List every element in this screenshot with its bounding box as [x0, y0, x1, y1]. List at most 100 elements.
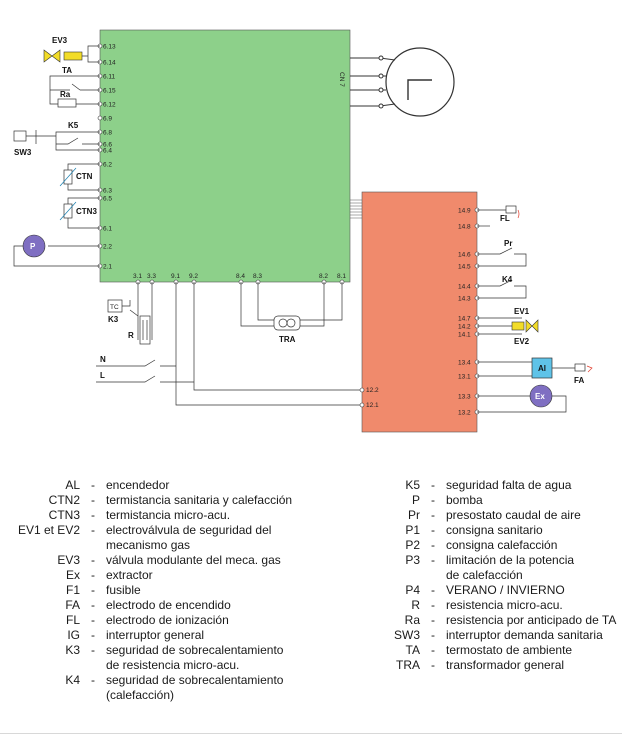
red-pin-label: 14.2 [458, 324, 471, 331]
main-bottom-pin-label: 8.4 [236, 273, 245, 280]
legend-key: SW3 [393, 628, 420, 642]
motor-symbol [350, 47, 455, 117]
legend-description: presostato caudal de aire [446, 508, 581, 522]
legend-key: FA [65, 598, 80, 612]
footer-divider [0, 733, 622, 734]
legend-entry: K4-seguridad de sobrecalentamiento [0, 673, 316, 688]
legend-entry: P3-limitación de la potencia [350, 553, 622, 568]
red-pin-label: 13.4 [458, 360, 471, 367]
main-pin-label: 6.12 [103, 102, 116, 109]
main-bottom-pin-label: 8.3 [253, 273, 262, 280]
ex-extractor: Ex [477, 384, 567, 413]
legend-description: consigna sanitario [446, 523, 543, 537]
k4-switch [477, 279, 527, 299]
k5-switch [13, 130, 100, 151]
ctn3-label: CTN3 [76, 207, 97, 216]
ctn-thermistor [59, 163, 100, 191]
legend-dash [88, 658, 98, 673]
main-pin-label: 6.9 [103, 116, 112, 123]
ev3-valve: EV3 [43, 36, 100, 63]
legend-entry: EV3-válvula modulante del meca. gas [0, 553, 316, 568]
red-pin-label: 14.3 [458, 296, 471, 303]
pr-label: Pr [504, 239, 512, 248]
red-pin-label: 14.4 [458, 284, 471, 291]
legend-entry: F1-fusible [0, 583, 316, 598]
legend-description: electroválvula de seguridad del [106, 523, 272, 537]
legend-dash: - [91, 493, 95, 507]
sw3-label: SW3 [14, 148, 32, 157]
main-pin-label: 6.11 [103, 74, 116, 81]
legend-entry: FL-electrodo de ionización [0, 613, 316, 628]
main-pin-label: 6.1 [103, 226, 112, 233]
legend-dash: - [91, 598, 95, 612]
legend-entry: Ra-resistencia por anticipado de TA [350, 613, 622, 628]
legend-dash: - [91, 553, 95, 567]
legend-dash [88, 688, 98, 703]
legend-description: de calefacción [446, 568, 523, 582]
main-bottom-pin-label: 3.1 [133, 273, 142, 280]
legend-key [350, 568, 428, 583]
legend-description: bomba [446, 493, 483, 507]
main-pin-label: 6.3 [103, 188, 112, 195]
fl-electrode [477, 205, 520, 227]
main-bottom-pin-label: 8.2 [319, 273, 328, 280]
legend-dash: - [91, 478, 95, 492]
legend-dash: - [431, 553, 435, 567]
legend-key: P3 [405, 553, 420, 567]
ctn-label: CTN [76, 172, 93, 181]
fa-label: FA [574, 376, 584, 385]
svg-text:P: P [30, 242, 36, 251]
legend-description: consigna calefacción [446, 538, 558, 552]
legend-entry: FA-electrodo de encendido [0, 598, 316, 613]
legend-key [0, 688, 88, 703]
legend-dash [428, 568, 438, 583]
main-board-left-pins: 6.136.146.116.156.126.96.86.66.46.26.36.… [97, 44, 116, 271]
legend-key: FL [65, 613, 80, 627]
ctn3-thermistor [59, 197, 100, 229]
legend-dash: - [91, 613, 95, 627]
legend-description: interruptor general [106, 628, 205, 642]
wiring-diagram: 6.136.146.116.156.126.96.86.66.46.26.36.… [13, 29, 593, 433]
red-pin-label: 13.1 [458, 374, 471, 381]
main-bottom-pin-label: 8.1 [337, 273, 346, 280]
tc-label: TC [110, 304, 119, 311]
legend-description: seguridad de sobrecalentamiento [106, 673, 284, 687]
legend-key: P2 [405, 538, 420, 552]
legend-description: termistancia micro-acu. [106, 508, 231, 522]
legend-dash: - [431, 538, 435, 552]
main-pin-label: 6.13 [103, 44, 116, 51]
k5-label: K5 [68, 121, 79, 130]
legend-entry: K3-seguridad de sobrecalentamiento [0, 643, 316, 658]
legend-description: interruptor demanda sanitaria [446, 628, 603, 642]
red-board-left-pins: 12.2 12.1 [359, 387, 379, 409]
red-pin-label: 14.1 [458, 332, 471, 339]
legend-entry: K5-seguridad falta de agua [350, 478, 622, 493]
cn7-label: CN 7 [338, 72, 345, 87]
red-pin-label: 14.8 [458, 224, 471, 231]
main-bottom-pin-label: 9.1 [171, 273, 180, 280]
ra-label: Ra [60, 90, 71, 99]
legend-dash: - [431, 628, 435, 642]
legend-description: transformador general [446, 658, 565, 672]
main-pin-label: 6.14 [103, 60, 116, 67]
mains-supply [96, 282, 362, 406]
red-pin-label: 13.3 [458, 394, 471, 401]
l-label: L [100, 371, 105, 380]
tra-transformer [240, 282, 343, 331]
ev2-label: EV2 [514, 337, 530, 346]
main-pin-label: 6.2 [103, 162, 112, 169]
legend-key: CTN3 [48, 508, 80, 522]
legend-entry: P2-consigna calefacción [350, 538, 622, 553]
legend-entry: TA-termostato de ambiente [350, 643, 622, 658]
main-pin-label: 2.2 [103, 244, 112, 251]
legend-description: VERANO / INVIERNO [446, 583, 565, 597]
k4-label: K4 [502, 275, 513, 284]
k3-label: K3 [108, 315, 119, 324]
r-label: R [128, 331, 134, 340]
svg-text:Ex: Ex [535, 392, 545, 401]
legend-entry: EV1 et EV2-electroválvula de seguridad d… [0, 523, 316, 538]
legend-description: de resistencia micro-acu. [106, 658, 240, 672]
legend-dash [88, 538, 98, 553]
main-pin-terminal [97, 115, 103, 121]
